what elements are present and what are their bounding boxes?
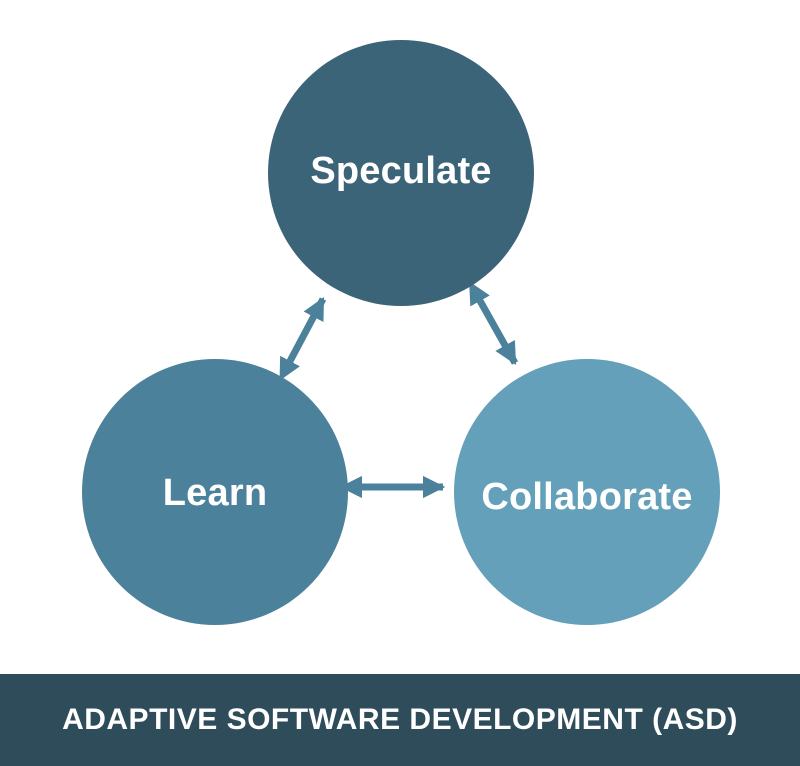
node-label-collaborate: Collaborate bbox=[481, 475, 693, 518]
arrow-learn-speculate bbox=[279, 297, 327, 381]
connector-arrows bbox=[279, 281, 519, 499]
node-label-learn: Learn bbox=[162, 471, 268, 514]
node-collaborate: Collaborate bbox=[454, 359, 720, 625]
node-speculate: Speculate bbox=[268, 40, 534, 306]
node-label-speculate: Speculate bbox=[310, 149, 492, 192]
asd-cycle-diagram: Speculate Learn Collaborate bbox=[82, 40, 720, 625]
node-learn: Learn bbox=[82, 359, 348, 625]
footer-banner: ADAPTIVE SOFTWARE DEVELOPMENT (ASD) bbox=[0, 674, 800, 766]
footer-title: ADAPTIVE SOFTWARE DEVELOPMENT (ASD) bbox=[62, 703, 738, 736]
arrow-speculate-collaborate bbox=[469, 281, 519, 365]
